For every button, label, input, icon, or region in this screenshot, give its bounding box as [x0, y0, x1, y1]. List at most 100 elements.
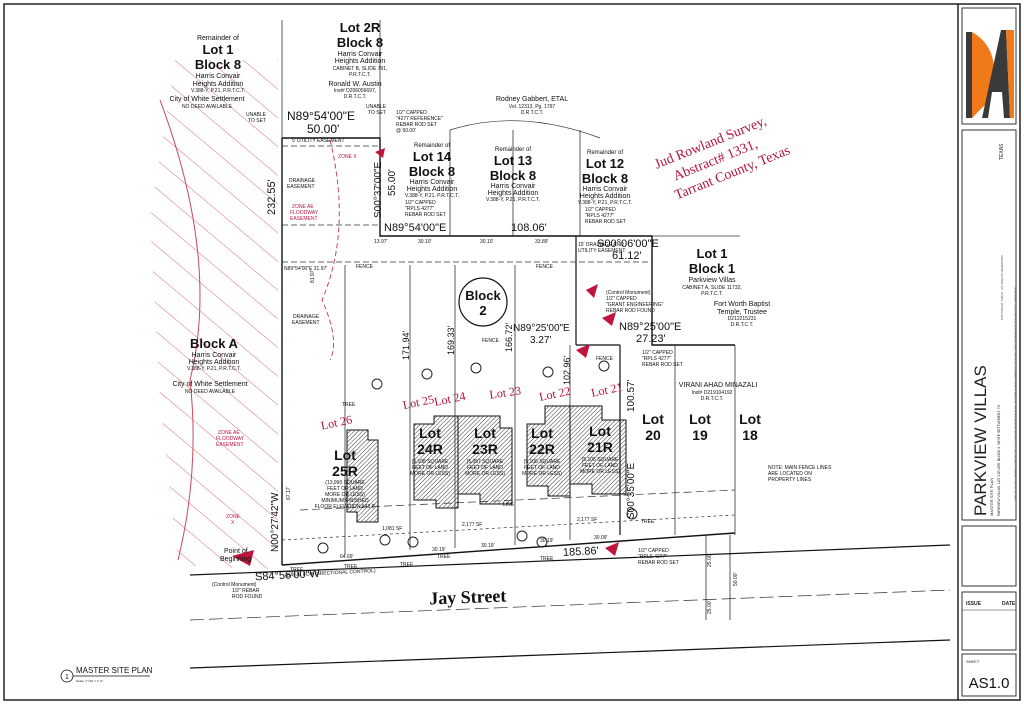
svg-text:D.R.T.C.T.: D.R.T.C.T. [731, 322, 754, 328]
neighbor-block-a: Block A Harris Convair Heights Addition … [172, 336, 247, 395]
fence-labels: FENCE FENCE FENCE FENCE [356, 264, 614, 362]
svg-text:FEET OF LAND: FEET OF LAND [467, 465, 503, 471]
svg-text:Remainder of: Remainder of [587, 150, 623, 156]
svg-text:18: 18 [742, 427, 758, 443]
neighbor-lot2r-block8: Lot 2R Block 8 Harris Convair Heights Ad… [328, 20, 387, 100]
svg-text:S00°06'00"E: S00°06'00"E [597, 238, 659, 250]
survey-markers [232, 148, 619, 566]
tb-sub1: MASTER SITE PLAN [989, 478, 994, 516]
svg-text:City of White Settlement: City of White Settlement [172, 381, 247, 388]
svg-text:FEET OF LAND: FEET OF LAND [582, 463, 618, 469]
svg-text:TO SET: TO SET [368, 110, 386, 116]
tb-sheet-label: SHEET [966, 659, 980, 664]
svg-text:169.33': 169.33' [446, 325, 456, 355]
svg-text:NO DEED AVAILABLE: NO DEED AVAILABLE [182, 104, 233, 110]
svg-text:2,177 SF: 2,177 SF [462, 522, 482, 528]
svg-text:(5,057 SQUARE: (5,057 SQUARE [467, 459, 504, 465]
svg-text:N89°54'00"E 31.97': N89°54'00"E 31.97' [284, 266, 327, 272]
svg-text:1/2" CAPPED: 1/2" CAPPED [405, 200, 436, 206]
svg-text:55.00': 55.00' [387, 169, 398, 196]
svg-text:CABINET A, SLIDE 11732,: CABINET A, SLIDE 11732, [682, 285, 742, 291]
svg-text:Lot 14: Lot 14 [413, 149, 452, 164]
svg-text:30.09': 30.09' [594, 535, 608, 541]
title-block: TEXAS COPYRIGHT ©2018 - ALL RIGHTS RESER… [957, 4, 1017, 700]
svg-text:Block: Block [465, 288, 501, 303]
svg-text:Lot: Lot [739, 411, 761, 427]
block-2-circle [458, 277, 508, 327]
svg-text:TREE: TREE [344, 564, 358, 570]
svg-text:20: 20 [645, 427, 661, 443]
svg-text:Harris Convair: Harris Convair [196, 73, 241, 80]
block-2-label: Block 2 [465, 288, 501, 318]
tb-sub2: PARKVIEW VILLAS, LOT 21R-25R, BLOCK 2, W… [997, 404, 1001, 516]
svg-text:EASEMENT: EASEMENT [216, 442, 244, 448]
neighbor-lot12: Remainder of Lot 12 Block 8 Harris Conva… [578, 150, 632, 206]
trees [317, 360, 638, 554]
svg-text:1/2" CAPPED: 1/2" CAPPED [638, 548, 669, 554]
svg-text:30.19': 30.19' [432, 547, 446, 553]
svg-text:ZONE AE: ZONE AE [292, 204, 314, 210]
svg-text:MORE OR LESS): MORE OR LESS) [410, 471, 450, 477]
svg-text:Remainder of: Remainder of [197, 35, 239, 42]
svg-text:Lot 26: Lot 26 [319, 412, 353, 432]
svg-text:19: 19 [692, 427, 708, 443]
sheet-border [3, 3, 1021, 701]
floodway-hatch [150, 60, 278, 570]
svg-text:"RPLS 4277": "RPLS 4277" [638, 554, 667, 560]
svg-text:X: X [231, 520, 235, 526]
svg-text:EASEMENT: EASEMENT [292, 320, 320, 326]
svg-text:V.388-Y, P.21, P.R.T.C.T.: V.388-Y, P.21, P.R.T.C.T. [187, 366, 241, 372]
svg-text:30.10': 30.10' [480, 239, 494, 245]
tb-state: TEXAS [999, 143, 1005, 160]
svg-text:24R: 24R [417, 441, 443, 457]
svg-text:Heights Addition: Heights Addition [193, 81, 244, 88]
svg-text:171.94': 171.94' [401, 330, 411, 360]
svg-text:166.72': 166.72' [504, 322, 514, 352]
neighbor-lot14: Remainder of Lot 14 Block 8 Harris Conva… [405, 143, 459, 199]
neighbor-virani: VIRANI AHAD MINAZALI Inst# D219104192 D.… [679, 382, 758, 402]
neighbor-gabbert: Rodney Gabbert, ETAL Vol. 12313, Pg. 179… [496, 96, 568, 116]
original-lot-tags: Lot 26 Lot 25 Lot 24 Lot 23 Lot 22 Lot 2… [319, 380, 623, 433]
neighbor-lot13: Remainder of Lot 13 Block 8 Harris Conva… [486, 147, 540, 203]
svg-text:25.00': 25.00' [707, 600, 713, 614]
svg-text:S84°56'00"W: S84°56'00"W [255, 568, 321, 583]
svg-text:Heights Addition: Heights Addition [580, 193, 631, 200]
svg-text:Harris Convair: Harris Convair [410, 179, 455, 186]
tb-copyright: COPYRIGHT ©2018 - ALL RIGHTS RESERVED [1000, 254, 1004, 320]
svg-text:1/2" CAPPED: 1/2" CAPPED [396, 110, 427, 116]
svg-text:67.17': 67.17' [286, 486, 292, 500]
svg-text:Block 8: Block 8 [490, 168, 536, 183]
svg-text:Lot: Lot [589, 423, 611, 439]
svg-text:30.10': 30.10' [418, 239, 432, 245]
pob-label: Point of Beginning [220, 548, 251, 563]
svg-text:REBAR ROD SET: REBAR ROD SET [396, 122, 437, 128]
building-24r [413, 415, 459, 509]
svg-text:TREE: TREE [437, 554, 451, 560]
neighbor-lot1-block8: Remainder of Lot 1 Block 8 Harris Convai… [169, 35, 245, 110]
svg-text:Scale: 1"=20' = 1'-0": Scale: 1"=20' = 1'-0" [76, 679, 103, 683]
svg-text:FLOOR ELEVATION 648.0': FLOOR ELEVATION 648.0' [315, 504, 376, 510]
svg-text:(Control Monument): (Control Monument) [606, 290, 651, 296]
svg-text:Heights Addition: Heights Addition [335, 58, 386, 65]
svg-text:CABINET B, SLIDE 791,: CABINET B, SLIDE 791, [333, 66, 388, 72]
svg-text:REBAR ROD FOUND: REBAR ROD FOUND [606, 308, 655, 314]
lot-23r-label: Lot 23R (5,057 SQUARE FEET OF LAND MORE … [465, 425, 505, 477]
svg-text:100.57': 100.57' [626, 379, 637, 412]
svg-text:Lot 25: Lot 25 [401, 392, 435, 412]
svg-text:Harris Convair: Harris Convair [583, 186, 628, 193]
svg-text:Remainder of: Remainder of [495, 147, 531, 153]
svg-text:Remainder of: Remainder of [414, 143, 450, 149]
svg-text:25.00': 25.00' [707, 553, 713, 567]
svg-text:V.388-Y, P.21, P.R.T.C.T.: V.388-Y, P.21, P.R.T.C.T. [405, 193, 459, 199]
tract-boundary-top [282, 137, 735, 346]
svg-text:FENCE: FENCE [356, 264, 374, 270]
svg-text:50.00': 50.00' [733, 572, 739, 586]
svg-text:Heights Addition: Heights Addition [189, 359, 240, 366]
svg-text:Temple, Trustee: Temple, Trustee [717, 309, 767, 316]
svg-text:S00°37'00"E: S00°37'00"E [373, 162, 384, 218]
tract-boundary-south [281, 532, 736, 566]
svg-text:FENCE: FENCE [482, 338, 500, 344]
zone-labels: ZONE X ZONE AE FLOODWAY EASEMENT ZONE AE… [216, 154, 357, 526]
svg-text:"RPLS 4277": "RPLS 4277" [642, 356, 671, 362]
lot-22r-label: Lot 22R (5,106 SQUARE FEET OF LAND MORE … [522, 425, 562, 477]
